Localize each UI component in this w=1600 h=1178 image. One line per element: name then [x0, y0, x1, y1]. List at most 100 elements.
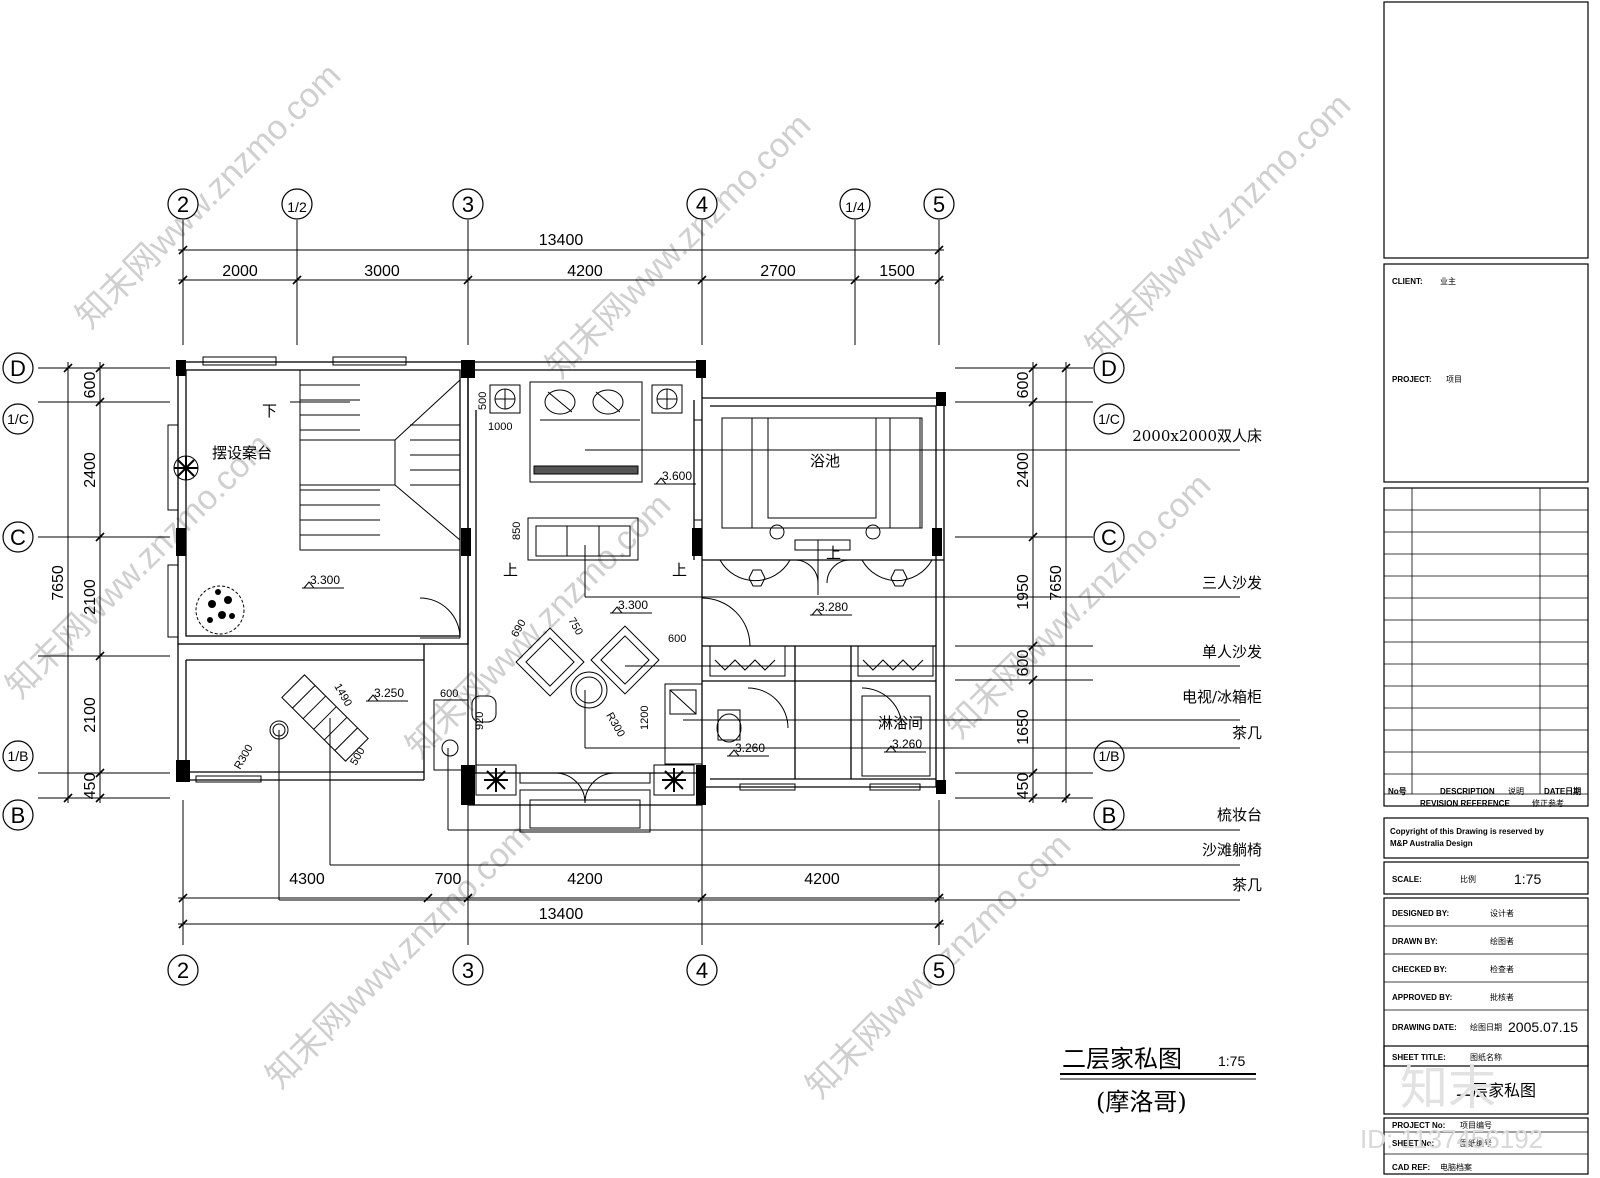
grid-label-top: 1/2 — [287, 199, 307, 215]
dim-right-segment: 600 — [1015, 372, 1032, 399]
title-block-texts: CLIENT: 业主 PROJECT: 项目 No号 DESCRIPTION 说… — [1388, 276, 1581, 1172]
stair-up-label: 上 — [672, 561, 687, 579]
dim-bottom-total: 13400 — [539, 906, 584, 923]
level-markers: 3.300 3.250 3.300 3.600 3.280 3.260 3.26… — [310, 469, 922, 755]
tb-date-value: 2005.07.15 — [1508, 1019, 1578, 1035]
bed — [529, 381, 643, 483]
tb-approved-label: APPROVED BY: — [1392, 993, 1452, 1002]
dim-left-segment: 450 — [82, 773, 99, 800]
staircase — [290, 369, 461, 639]
three-seat-sofa — [527, 517, 639, 561]
dim-top-segment: 1500 — [879, 263, 915, 280]
tb-sheet-title-value: 二层家私图 — [1456, 1081, 1536, 1100]
dim-left-segment: 600 — [82, 372, 99, 399]
stair-up-label: 上 — [826, 544, 841, 562]
room-labels: 摆设案台 下 上 上 上 浴池 淋浴间 — [212, 402, 923, 732]
dim-top-segment: 2000 — [222, 263, 258, 280]
tb-drawn-label: DRAWN BY: — [1392, 937, 1438, 946]
level-mark: 3.260 — [735, 741, 765, 755]
dimension-ticks — [63, 245, 1071, 929]
dim-right-segment: 1950 — [1015, 574, 1032, 610]
dimension-lines — [67, 249, 1067, 925]
tb-sheet-no-label: SHEET No: — [1392, 1139, 1434, 1148]
inner-dim: 500 — [477, 392, 489, 410]
watermark-text: 知末网www.znzmo.com — [939, 466, 1218, 745]
grid-label-right: D — [1101, 356, 1117, 381]
watermark-text: 知末网www.znzmo.com — [259, 816, 538, 1095]
tb-cad-ref-label: CAD REF: — [1392, 1163, 1430, 1172]
tb-scale-cn: 比例 — [1460, 874, 1476, 884]
dim-right-segment: 450 — [1015, 773, 1032, 800]
drawing-title-main: 二层家私图 — [1062, 1045, 1182, 1073]
grid-label-right: 1/B — [1098, 748, 1119, 764]
plant-icon — [173, 455, 199, 481]
grid-label-bottom: 4 — [696, 958, 708, 983]
revision-table-lines — [1384, 488, 1588, 1155]
drawing-title-scale: 1:75 — [1218, 1053, 1245, 1069]
plants — [173, 455, 695, 796]
tb-project-label: PROJECT: — [1392, 375, 1432, 384]
grid-label-left: 1/C — [7, 411, 29, 427]
furniture-label: 沙滩躺椅 — [1202, 841, 1262, 859]
grid-label-bottom: 5 — [933, 958, 945, 983]
tb-date: DATE日期 — [1544, 786, 1581, 796]
tb-revision-cn: 修正参考 — [1532, 798, 1564, 808]
dim-top-segment: 2700 — [760, 263, 796, 280]
columns — [176, 360, 946, 805]
shower-label: 淋浴间 — [878, 714, 923, 732]
grid-label-left: C — [10, 525, 26, 550]
dim-top-total: 13400 — [539, 232, 584, 249]
inner-dim: R300 — [232, 743, 256, 772]
grid-label-right: C — [1101, 525, 1117, 550]
inner-dim: 1000 — [488, 421, 512, 433]
grid-label-right: 1/C — [1098, 411, 1120, 427]
tb-sheet-no-cn: 图纸编号 — [1460, 1138, 1492, 1148]
grid-lines — [38, 220, 1093, 945]
tb-designed-label: DESIGNED BY: — [1392, 909, 1449, 918]
stair-up-label: 上 — [503, 561, 518, 579]
level-triangles — [302, 477, 926, 757]
tb-revision: REVISION REFERENCE — [1420, 799, 1510, 808]
tb-drawn-cn: 绘图者 — [1490, 936, 1514, 946]
stair-down-label: 下 — [262, 402, 277, 420]
leader-lines — [278, 449, 1240, 901]
tb-description-cn: 说明 — [1508, 786, 1524, 796]
tb-cad-ref-cn: 电脑档案 — [1440, 1162, 1472, 1172]
doors — [554, 597, 751, 804]
tb-client-value: 业主 — [1440, 276, 1456, 286]
dim-bottom-segment: 4300 — [289, 871, 325, 888]
dim-right-segment: 600 — [1015, 650, 1032, 677]
grid-label-left: D — [10, 356, 26, 381]
grid-label-left: B — [11, 803, 26, 828]
dimension-texts: 13400 2000 3000 4200 2700 1500 4300 700 … — [50, 232, 1065, 923]
grid-label-top: 2 — [177, 192, 189, 217]
dim-left-segment: 2100 — [82, 697, 99, 733]
dim-right-total: 7650 — [1048, 565, 1065, 601]
dim-left-segment: 2400 — [82, 452, 99, 488]
tb-copyright: M&P Australia Design — [1390, 839, 1473, 848]
inner-dim: 850 — [511, 522, 523, 540]
furniture-label: 2000x2000双人床 — [1132, 427, 1262, 445]
dim-bottom-segment: 700 — [435, 871, 462, 888]
inner-dim: 600 — [668, 633, 686, 645]
tb-designed-cn: 设计者 — [1490, 908, 1514, 918]
level-mark: 3.600 — [662, 469, 692, 483]
dim-bottom-segment: 4200 — [567, 871, 603, 888]
inner-dim: 500 — [348, 746, 368, 768]
grid-label-top: 5 — [933, 192, 945, 217]
dim-right-segment: 2400 — [1015, 452, 1032, 488]
bathtub-label: 浴池 — [810, 452, 840, 470]
dim-left-total: 7650 — [50, 565, 67, 601]
tb-approved-cn: 批核者 — [1490, 992, 1514, 1002]
tb-project-no-cn: 项目编号 — [1460, 1120, 1492, 1130]
tb-sheet-title-label: SHEET TITLE: — [1392, 1053, 1446, 1062]
tb-scale-value: 1:75 — [1514, 871, 1541, 887]
watermark-text: 知末网www.znzmo.com — [0, 426, 278, 705]
tb-client-label: CLIENT: — [1392, 277, 1423, 286]
basins — [719, 539, 933, 595]
tb-description: DESCRIPTION — [1440, 787, 1495, 796]
inner-dim: R300 — [603, 711, 627, 740]
furniture-labels: 2000x2000双人床 三人沙发 单人沙发 电视/冰箱柜 茶几 梳妆台 沙滩躺… — [1132, 427, 1262, 894]
inner-dim: 920 — [474, 712, 486, 730]
